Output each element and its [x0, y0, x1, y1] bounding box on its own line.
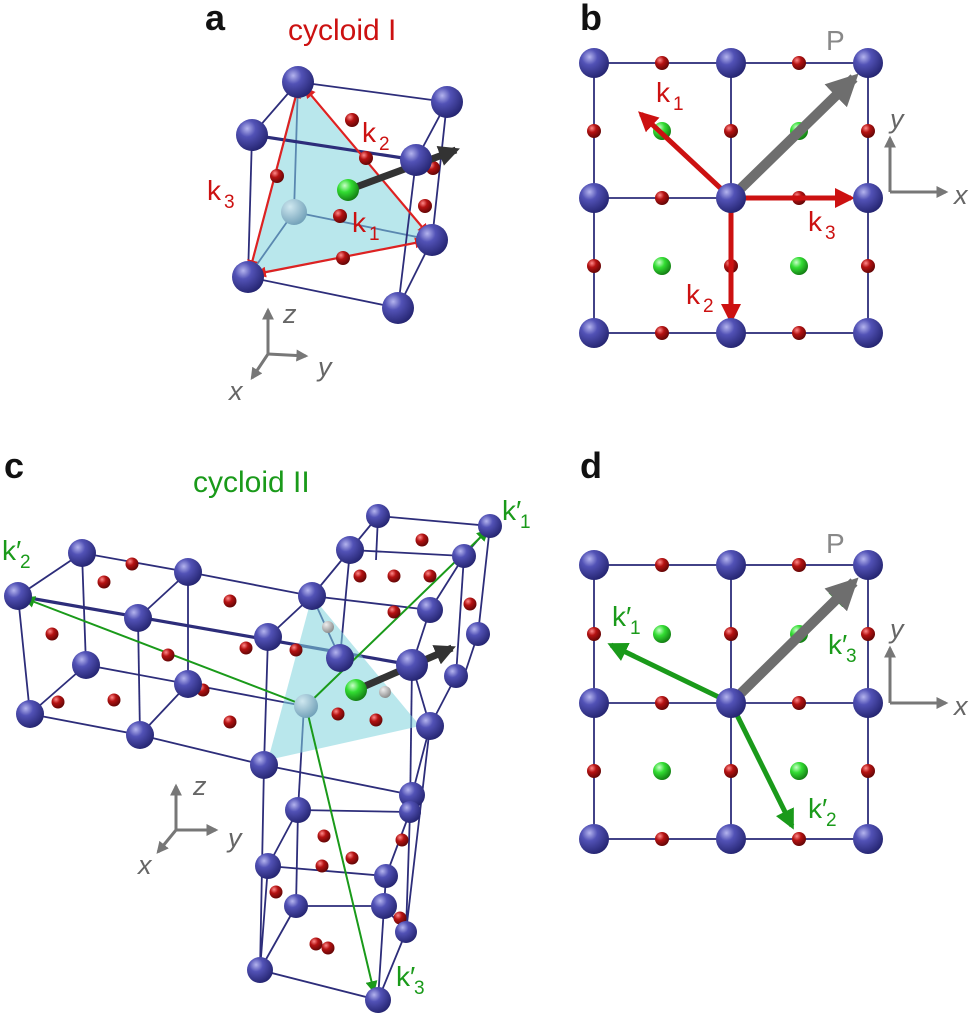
- svg-text:k′: k′: [502, 495, 521, 526]
- svg-text:3: 3: [224, 192, 235, 213]
- svg-text:z: z: [282, 299, 297, 329]
- k2-prime-label-c: k′ 2: [2, 535, 31, 573]
- svg-text:x: x: [227, 376, 244, 406]
- svg-text:y: y: [888, 104, 905, 134]
- oxygen-atoms-d: [587, 558, 875, 846]
- panel-d-letter: d: [580, 445, 602, 486]
- axes-triad-c: z y x: [136, 771, 243, 880]
- ghost-atoms-c: [322, 621, 391, 698]
- svg-text:y: y: [316, 352, 333, 382]
- center-atom-c: [294, 694, 318, 718]
- svg-text:k′: k′: [2, 535, 21, 566]
- green-atom-c: [345, 679, 367, 701]
- svg-text:k′: k′: [808, 793, 827, 824]
- svg-text:y: y: [888, 614, 905, 644]
- svg-text:2: 2: [703, 296, 714, 317]
- k2-prime-label-d: k′ 2: [808, 793, 837, 831]
- k3-label-a: k 3: [207, 175, 235, 213]
- svg-text:1: 1: [520, 512, 531, 533]
- svg-text:z: z: [192, 771, 207, 801]
- svg-text:x: x: [952, 180, 969, 210]
- corner-atoms-c: [4, 504, 502, 1013]
- axes-xy-d: y x: [884, 614, 969, 721]
- panel-b-letter: b: [580, 0, 602, 38]
- k1-label-b: k 1: [656, 77, 684, 115]
- green-atom-a: [337, 179, 359, 201]
- svg-text:k′: k′: [612, 601, 631, 632]
- corner-atoms-b: [579, 48, 883, 348]
- svg-text:x: x: [952, 691, 969, 721]
- polarization-arrow-b: [727, 73, 859, 202]
- svg-text:1: 1: [369, 224, 380, 245]
- svg-text:2: 2: [20, 552, 31, 573]
- svg-text:k: k: [352, 207, 367, 238]
- corner-atoms-d: [579, 550, 883, 854]
- P-label-b: P: [826, 25, 845, 56]
- panel-a-letter: a: [205, 0, 226, 38]
- k1-prime-label-c: k′ 1: [502, 495, 531, 533]
- svg-text:k: k: [362, 117, 377, 148]
- axes-xy-b: y x: [884, 104, 969, 210]
- P-label-d: P: [826, 528, 845, 559]
- svg-text:y: y: [226, 823, 243, 853]
- k1-label-a: k 1: [352, 207, 380, 245]
- k3-prime-label-d: k′ 3: [828, 629, 857, 667]
- svg-text:3: 3: [414, 978, 425, 999]
- svg-text:k: k: [207, 175, 222, 206]
- k-arrows-b: [638, 111, 855, 324]
- svg-text:1: 1: [673, 94, 684, 115]
- panel-a: a cycloid I: [205, 0, 463, 406]
- polarization-arrow-d: [727, 577, 859, 707]
- svg-text:k: k: [656, 77, 671, 108]
- panel-c-letter: c: [4, 445, 24, 486]
- k2-label-a: k 2: [362, 117, 390, 155]
- k3-label-b: k 3: [808, 206, 836, 244]
- polarization-arrow-a: [346, 145, 460, 194]
- svg-text:x: x: [136, 850, 153, 880]
- svg-text:k′: k′: [396, 961, 415, 992]
- svg-text:k: k: [808, 206, 823, 237]
- svg-text:2: 2: [826, 810, 837, 831]
- oxygen-atoms-c: [45, 533, 477, 955]
- svg-text:3: 3: [825, 223, 836, 244]
- axes-triad-a: z y x: [227, 299, 333, 406]
- k1-prime-label-d: k′ 1: [612, 601, 641, 639]
- corner-atoms-a: [232, 66, 463, 324]
- panel-b: b: [579, 0, 969, 348]
- back-corner-atom: [281, 199, 307, 225]
- panel-c-title: cycloid II: [193, 466, 310, 499]
- panel-a-title: cycloid I: [288, 14, 396, 47]
- panel-c: c cycloid II: [2, 445, 531, 1013]
- svg-text:1: 1: [630, 618, 641, 639]
- panel-d: d: [579, 445, 969, 854]
- svg-text:2: 2: [379, 134, 390, 155]
- k2-label-b: k 2: [686, 279, 714, 317]
- svg-text:3: 3: [846, 646, 857, 667]
- svg-text:k: k: [686, 279, 701, 310]
- k3-prime-label-c: k′ 3: [396, 961, 425, 999]
- svg-text:k′: k′: [828, 629, 847, 660]
